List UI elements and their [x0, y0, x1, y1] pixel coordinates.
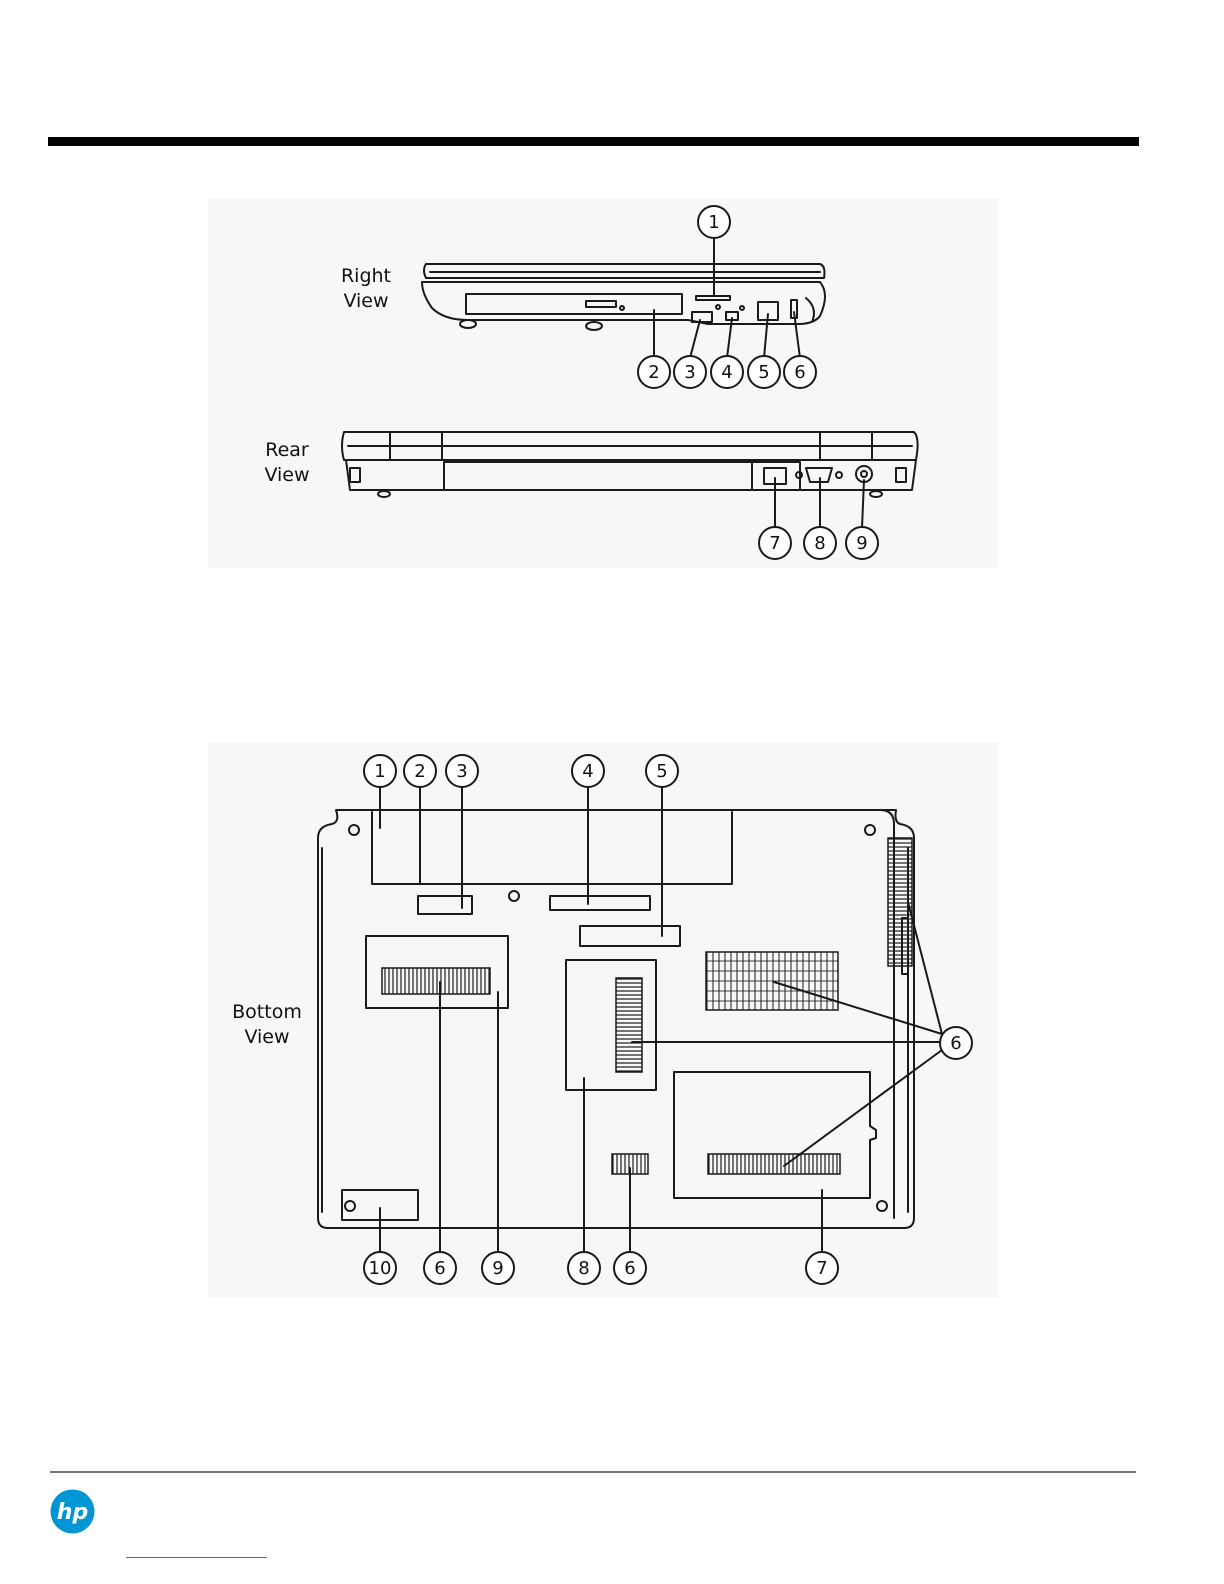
bottom-view-label-line2: View — [228, 1025, 306, 1050]
battery-bay — [444, 462, 752, 490]
side-views-drawing: 1 2 3 4 5 6 7 8 9 — [208, 198, 998, 568]
bottom-callout-6a: 6 — [434, 1258, 445, 1279]
hard-drive-bay — [674, 1072, 876, 1198]
bottom-callout-1: 1 — [374, 761, 385, 782]
bottom-callout-10: 10 — [369, 1258, 392, 1279]
optical-drive — [466, 294, 682, 314]
hp-logo-text: hp — [57, 1500, 88, 1525]
right-view-label-line2: View — [332, 289, 400, 314]
rear-view-label-line1: Rear — [254, 438, 320, 463]
right-callout-1: 1 — [708, 212, 719, 233]
side-views-panel: 1 2 3 4 5 6 7 8 9 Right View Rear View — [208, 198, 998, 568]
bottom-callout-2: 2 — [414, 761, 425, 782]
bottom-view-drawing: 1 2 3 4 5 6 10 6 9 8 6 7 — [208, 742, 998, 1298]
right-view-label-line1: Right — [332, 264, 400, 289]
bottom-callout-8: 8 — [578, 1258, 589, 1279]
bottom-callout-9: 9 — [492, 1258, 503, 1279]
label-3 — [418, 896, 472, 914]
bottom-view-label-line1: Bottom — [228, 1000, 306, 1025]
rear-view-label: Rear View — [254, 438, 320, 488]
bottom-callout-6-side: 6 — [950, 1033, 961, 1054]
memory-vent — [382, 968, 490, 994]
wlan-vent — [616, 978, 642, 1072]
rear-callout-9: 9 — [856, 533, 867, 554]
header-rule — [48, 137, 1139, 146]
bottom-callout-6b: 6 — [624, 1258, 635, 1279]
bottom-view-panel: 1 2 3 4 5 6 10 6 9 8 6 7 Bottom View — [208, 742, 998, 1298]
right-callout-3: 3 — [684, 362, 695, 383]
bottom-callout-3: 3 — [456, 761, 467, 782]
rear-view-label-line2: View — [254, 463, 320, 488]
media-card-slot — [696, 296, 730, 300]
label-5 — [580, 926, 680, 946]
footer-link-underline — [126, 1557, 267, 1558]
bottom-view-label: Bottom View — [228, 1000, 306, 1050]
label-4 — [550, 896, 650, 910]
bottom-callout-5: 5 — [656, 761, 667, 782]
cpu-vent — [706, 952, 838, 1010]
right-callout-6: 6 — [794, 362, 805, 383]
rear-callout-8: 8 — [814, 533, 825, 554]
hdd-vent — [708, 1154, 840, 1174]
rear-callout-7: 7 — [769, 533, 780, 554]
right-callout-4: 4 — [721, 362, 732, 383]
right-callout-2: 2 — [648, 362, 659, 383]
bottom-callout-4: 4 — [582, 761, 593, 782]
right-callout-5: 5 — [758, 362, 769, 383]
right-view-label: Right View — [332, 264, 400, 314]
bottom-callout-7: 7 — [816, 1258, 827, 1279]
hp-logo-icon: hp — [50, 1489, 95, 1534]
footer-rule — [50, 1471, 1136, 1473]
battery-bay-outline — [372, 812, 732, 884]
